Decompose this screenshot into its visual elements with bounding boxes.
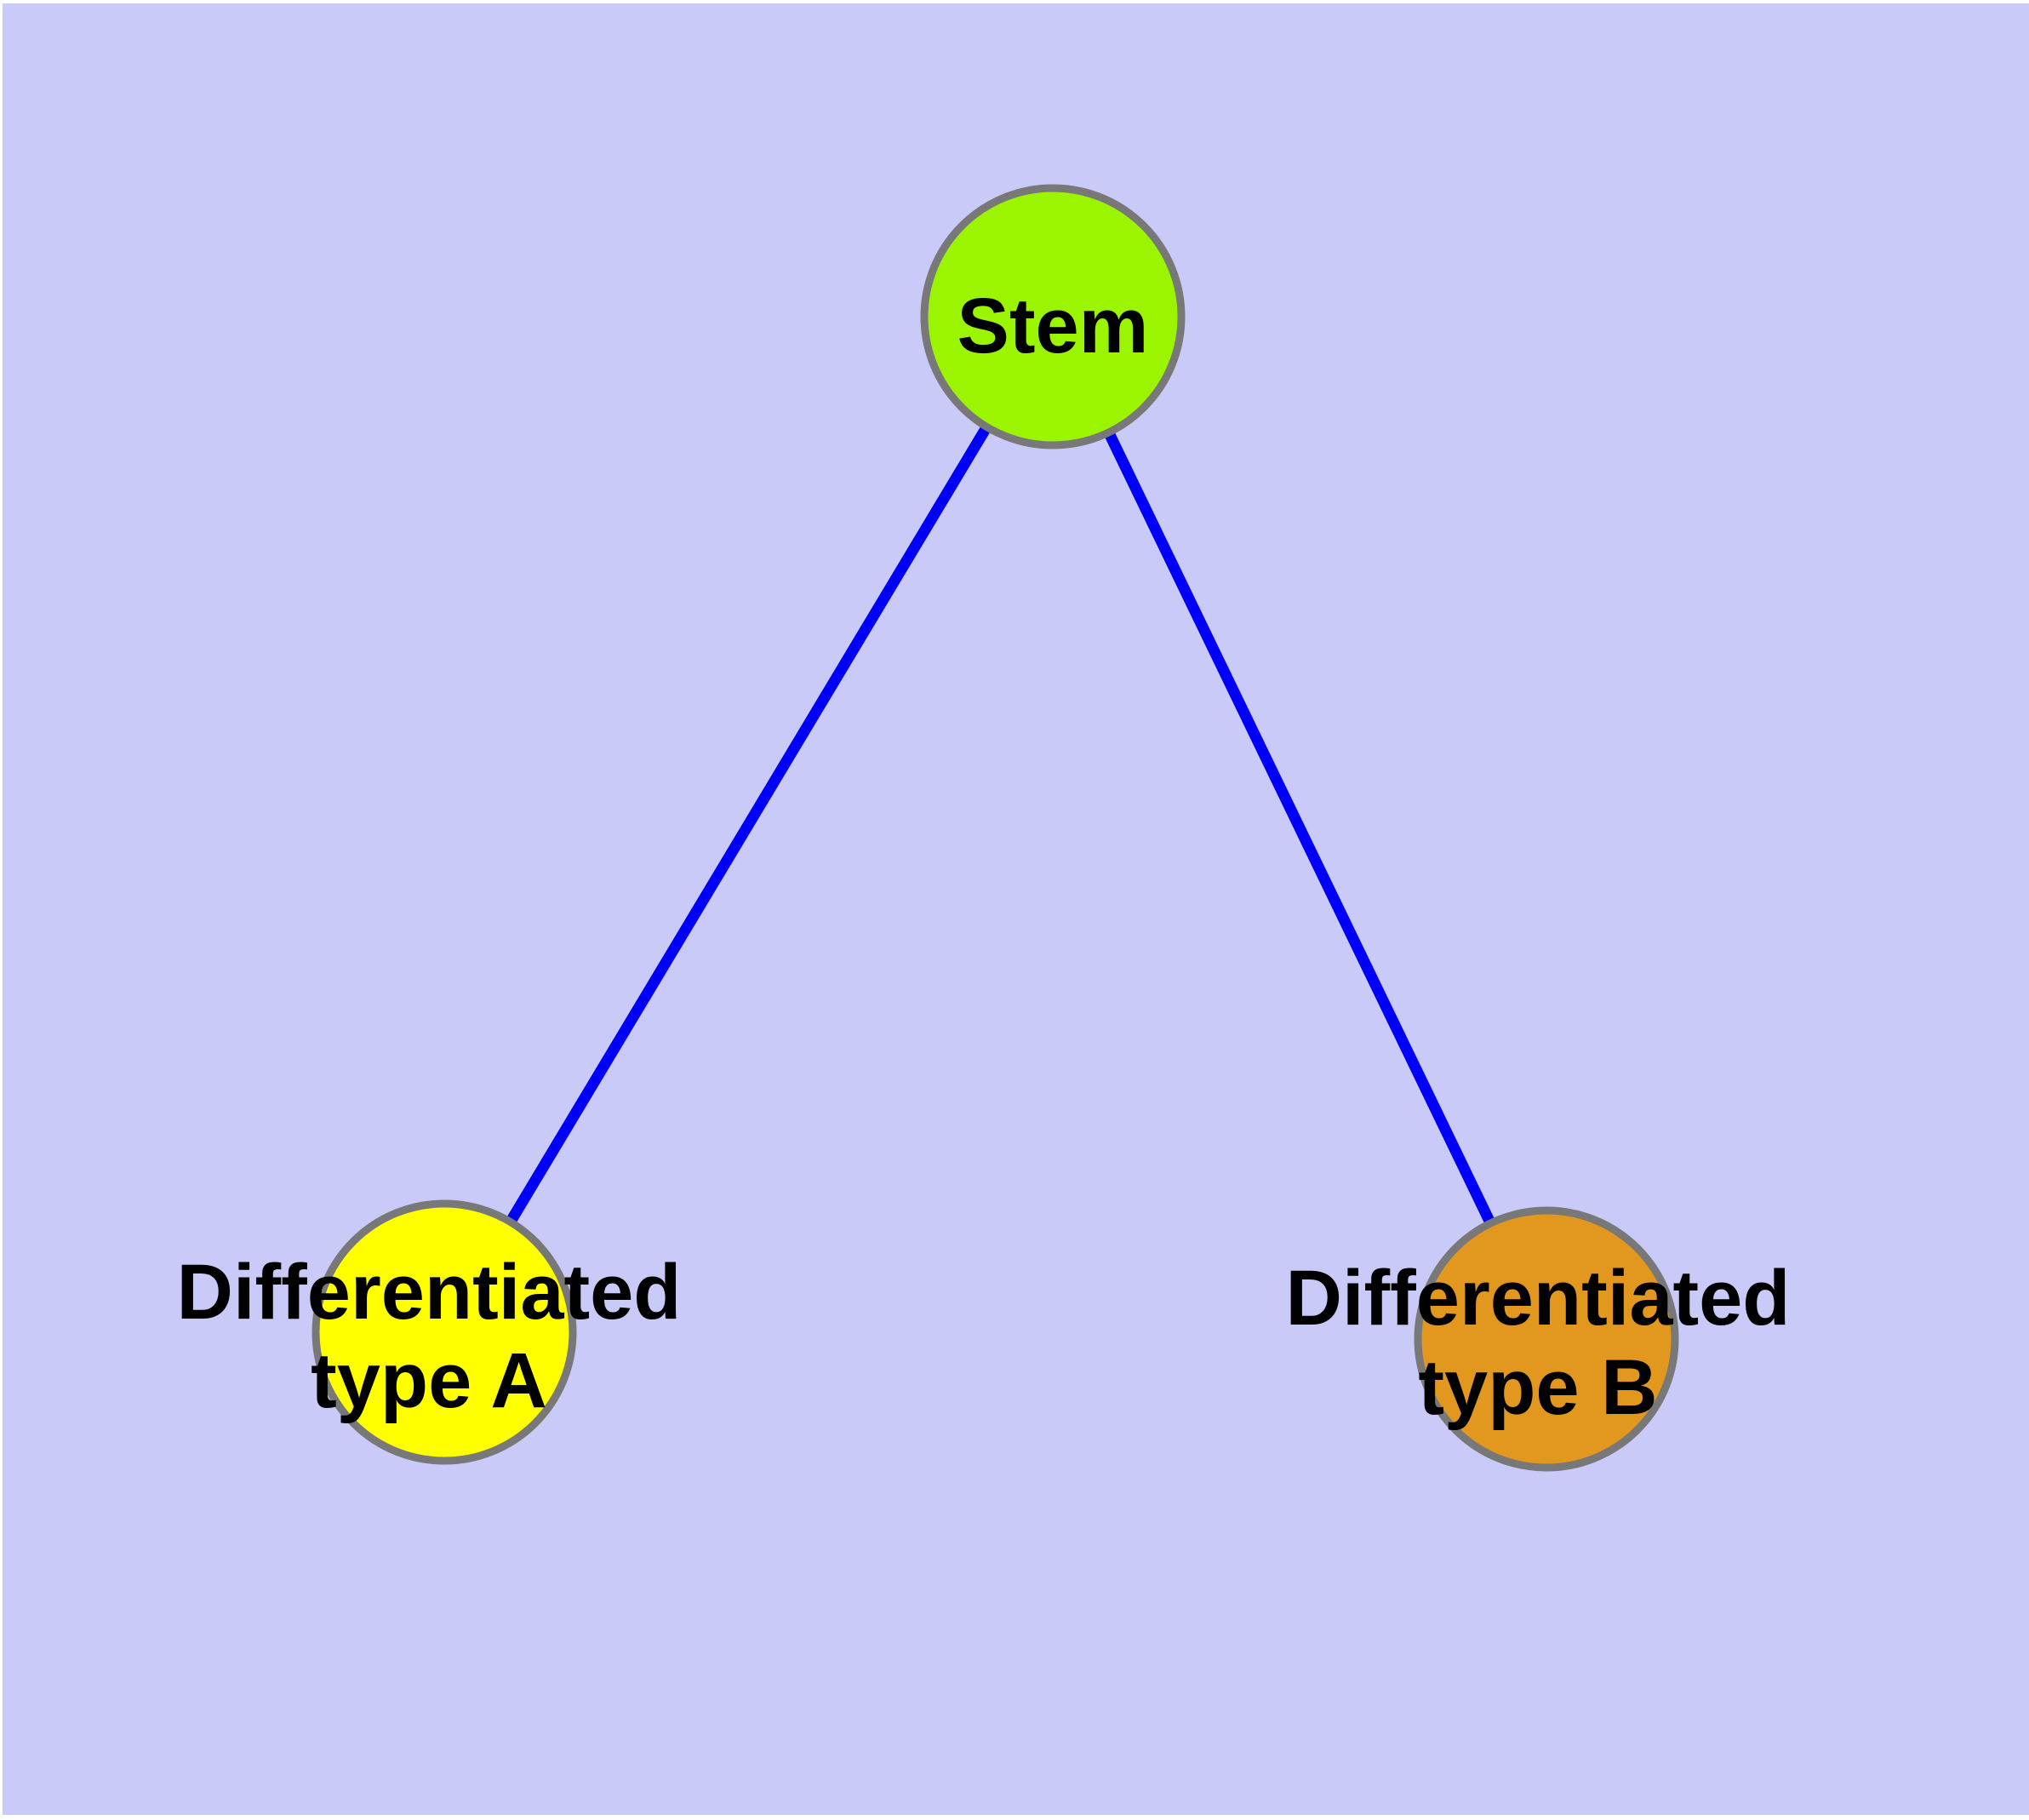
edge-stem-to-type-b: [1048, 314, 1552, 1342]
stem-node-circle: [920, 184, 1186, 449]
differentiated-type-b-label-line2: type B: [1418, 1344, 1657, 1431]
stem-node-label: Stem: [957, 283, 1149, 369]
edge-stem-to-type-a: [439, 313, 1058, 1336]
differentiated-type-b-label-line1: Differentiated: [1286, 1255, 1791, 1342]
differentiated-type-a-label-line1: Differentiated: [177, 1249, 682, 1336]
differentiated-type-a-label-line2: type A: [311, 1337, 547, 1424]
differentiated-type-b-node-circle: [1414, 1206, 1679, 1472]
differentiated-type-a-node-circle: [311, 1199, 577, 1465]
